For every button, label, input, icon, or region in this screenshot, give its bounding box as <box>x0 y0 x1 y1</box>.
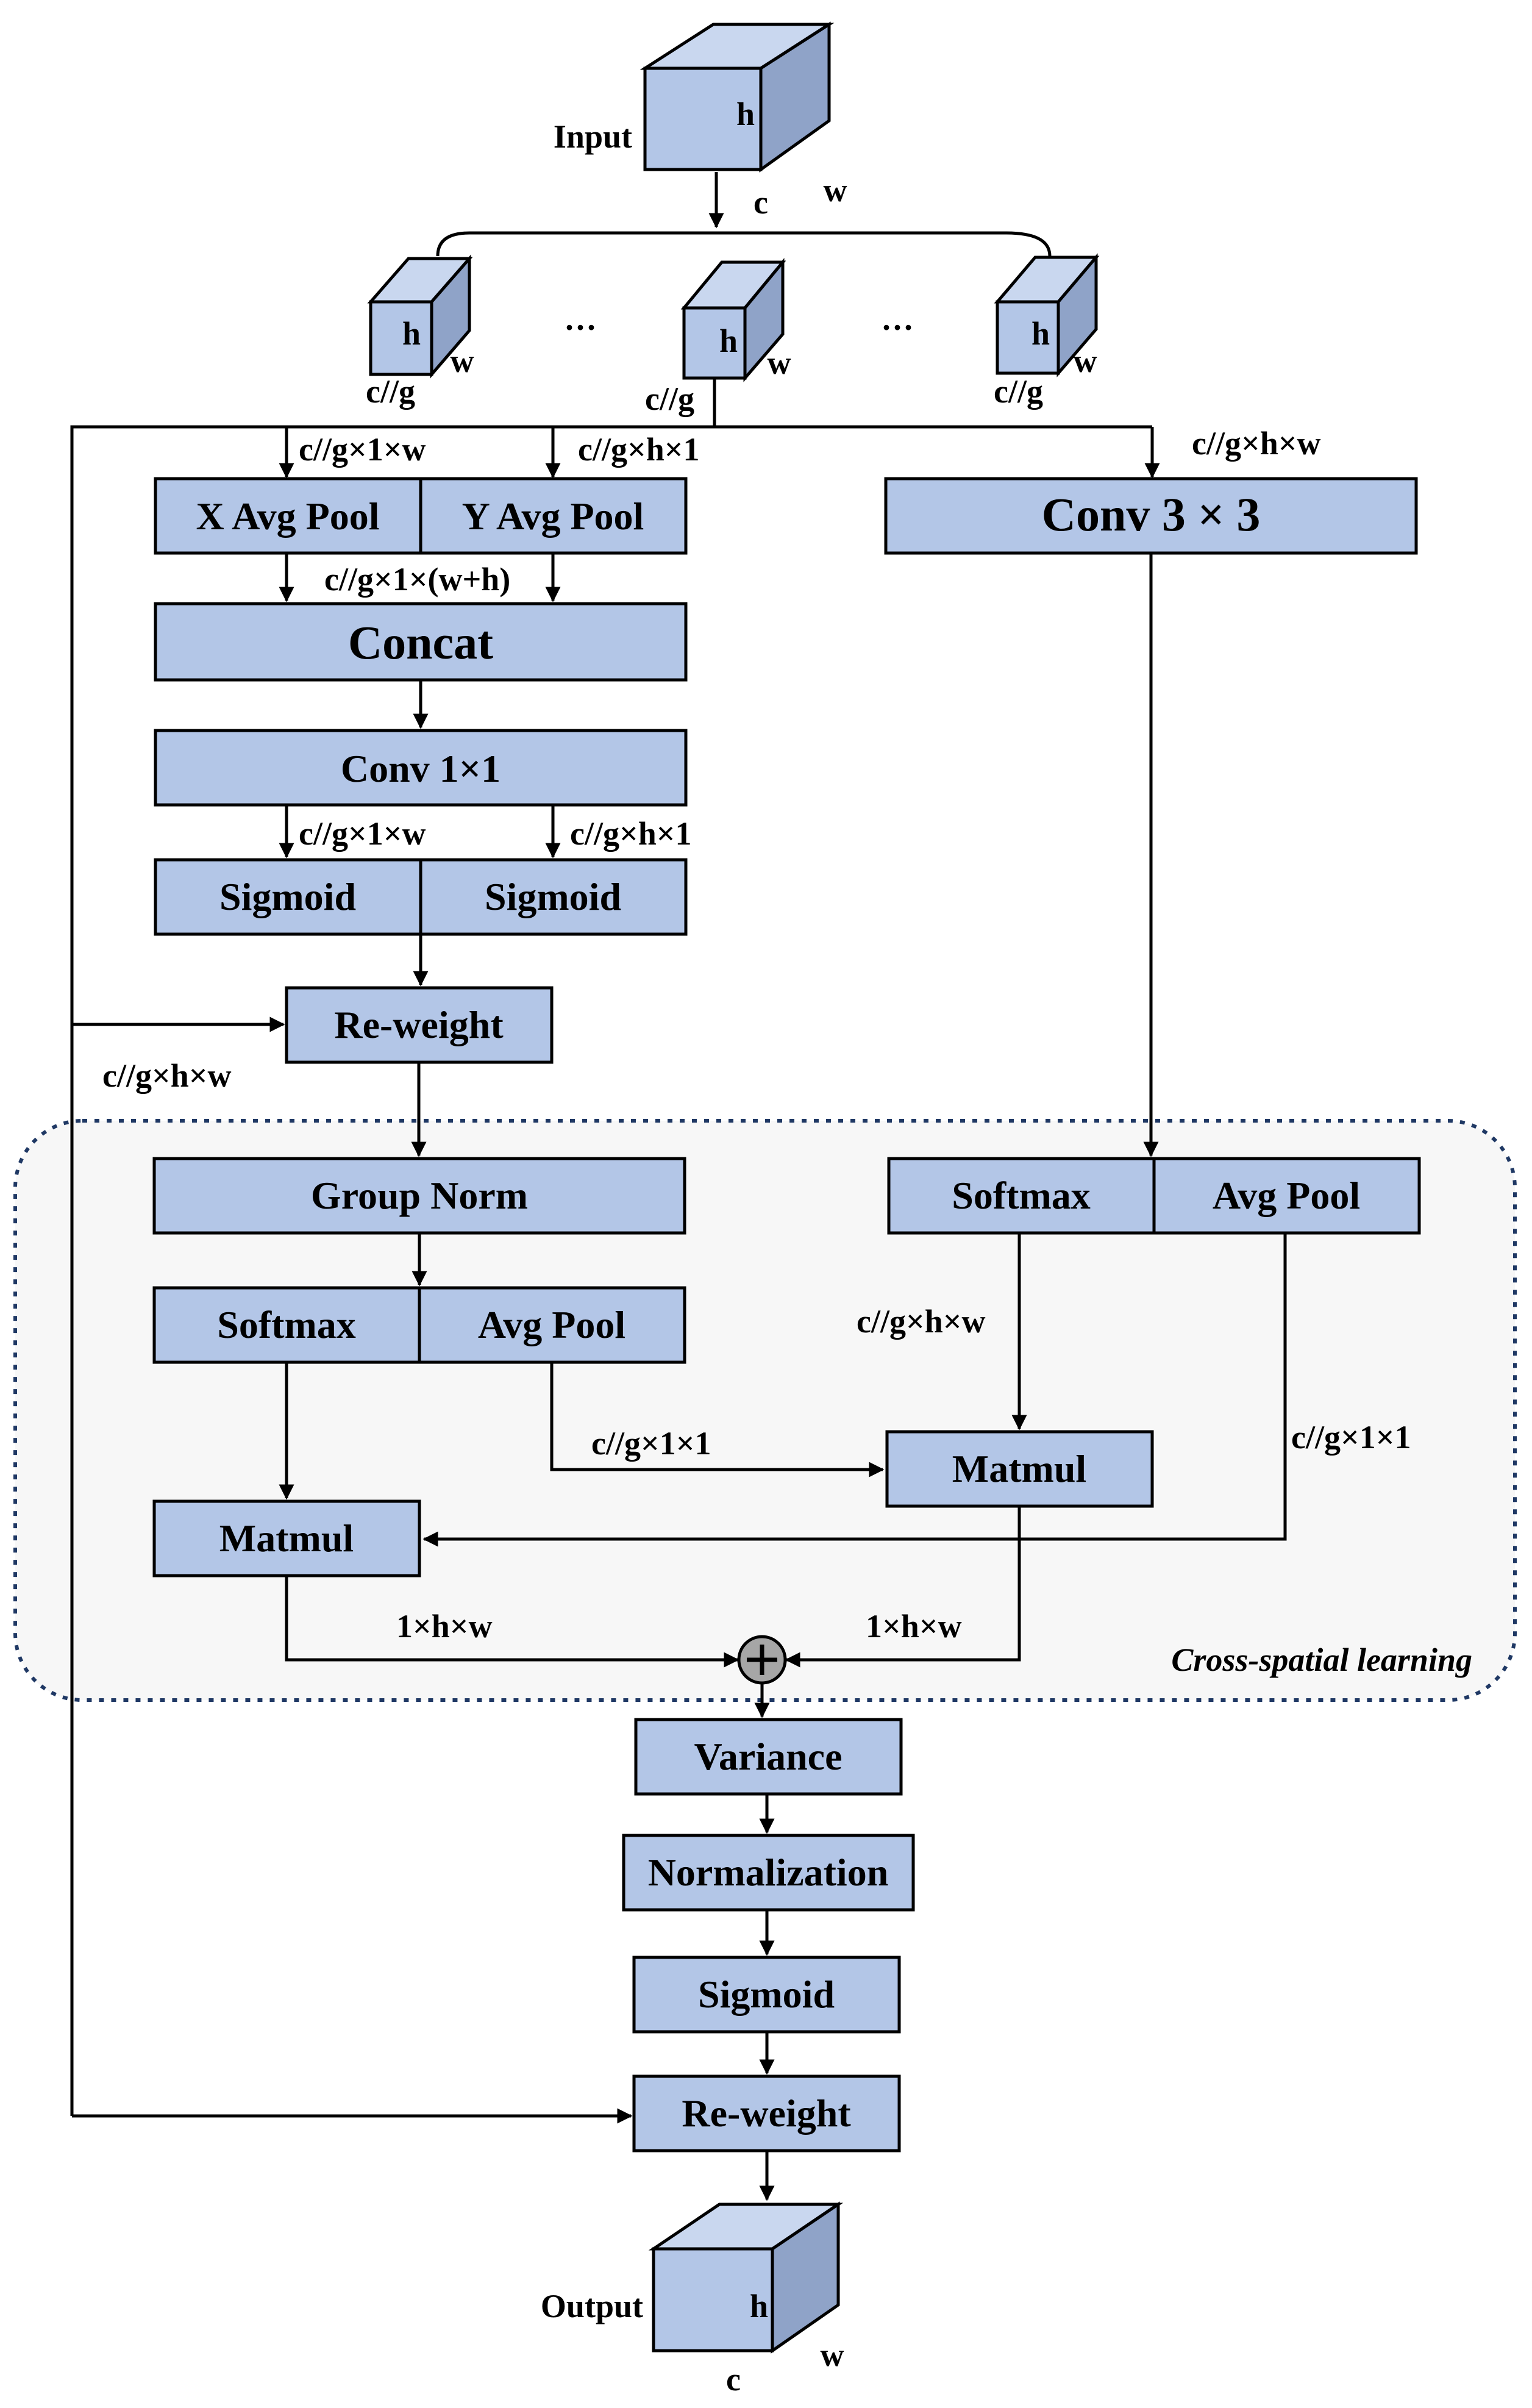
group-left-w: w <box>451 343 474 379</box>
ellipsis-left: ··· <box>564 309 597 346</box>
cross-spatial-label: Cross-spatial learning <box>1171 1642 1472 1678</box>
add-operator <box>737 1635 787 1685</box>
input-w-label: w <box>824 172 847 209</box>
matmul-right-block <box>885 1430 1154 1508</box>
group-middle-cg: c//g <box>645 380 694 417</box>
avg-pool-left-label: Avg Pool <box>478 1303 625 1346</box>
y-avg-pool-block <box>419 477 688 555</box>
group-middle-w: w <box>768 345 791 381</box>
output-cube: h <box>648 2201 844 2354</box>
avg-pool-left-block <box>418 1286 686 1364</box>
input-label: Input <box>554 118 632 155</box>
variance-block <box>634 1718 903 1796</box>
sigmoid-left-block <box>154 858 422 936</box>
dim-sig-right-in: c//g×h×1 <box>570 815 692 852</box>
concat-label: Concat <box>348 616 493 669</box>
reweight-top-label: Re-weight <box>334 1003 504 1046</box>
group-cube-middle: h <box>680 258 786 382</box>
reweight-bottom-block <box>632 2074 901 2153</box>
avg-pool-right-label: Avg Pool <box>1213 1174 1360 1217</box>
conv3x3-block <box>884 477 1418 555</box>
group-right-cg: c//g <box>994 373 1043 410</box>
normalization-label: Normalization <box>648 1851 889 1894</box>
group-cube-right: h <box>994 253 1100 377</box>
dim-right-matmul-out: 1×h×w <box>866 1608 962 1645</box>
sigmoid-right-label: Sigmoid <box>485 875 621 918</box>
group-right-w: w <box>1074 343 1097 379</box>
dim-right-avgpool-out: c//g×1×1 <box>1291 1419 1411 1456</box>
concat-block <box>154 602 688 682</box>
input-c-label: c <box>754 184 768 221</box>
output-w-label: w <box>821 2337 844 2373</box>
output-label: Output <box>541 2288 643 2324</box>
group-norm-label: Group Norm <box>311 1174 528 1217</box>
dim-x-pool-in: c//g×1×w <box>299 431 426 468</box>
x-avg-pool-label: X Avg Pool <box>196 495 379 538</box>
group-middle-h: h <box>719 323 738 359</box>
sigmoid-bottom-label: Sigmoid <box>698 1973 835 2016</box>
group-norm-block <box>152 1157 686 1235</box>
y-avg-pool-label: Y Avg Pool <box>462 495 644 538</box>
sigmoid-bottom-block <box>632 1956 901 2034</box>
dim-concat-in: c//g×1×(w+h) <box>324 561 510 598</box>
dim-sig-left-in: c//g×1×w <box>299 815 426 852</box>
output-c-label: c <box>726 2361 741 2398</box>
matmul-left-block <box>152 1499 421 1577</box>
softmax-right-block <box>887 1157 1156 1235</box>
group-left-cg: c//g <box>366 373 415 410</box>
output-h-label: h <box>750 2288 768 2324</box>
conv3x3-label: Conv 3 × 3 <box>1042 488 1261 541</box>
dim-left-matmul-out: 1×h×w <box>396 1608 493 1645</box>
dim-left-avgpool-out: c//g×1×1 <box>591 1425 711 1462</box>
input-h-label: h <box>736 96 755 132</box>
variance-label: Variance <box>694 1735 843 1778</box>
group-left-h: h <box>402 315 421 352</box>
conv1x1-block <box>154 729 688 807</box>
avg-pool-right-block <box>1152 1157 1421 1235</box>
sigmoid-right-block <box>419 858 688 936</box>
dim-y-pool-in: c//g×h×1 <box>578 431 700 468</box>
reweight-bottom-label: Re-weight <box>682 2092 851 2135</box>
dim-conv3-in: c//g×h×w <box>1192 425 1321 462</box>
group-right-h: h <box>1031 315 1050 352</box>
reweight-top-block <box>285 986 554 1064</box>
matmul-left-label: Matmul <box>219 1517 354 1560</box>
dim-right-softmax-out: c//g×h×w <box>857 1303 986 1340</box>
sigmoid-left-label: Sigmoid <box>219 875 356 918</box>
dim-reweight-in: c//g×h×w <box>102 1057 232 1094</box>
input-cube: h <box>640 21 835 173</box>
x-avg-pool-block <box>154 477 422 555</box>
matmul-right-label: Matmul <box>952 1447 1086 1490</box>
group-cube-left: h <box>367 254 473 379</box>
conv1x1-label: Conv 1×1 <box>341 747 501 790</box>
softmax-left-label: Softmax <box>217 1303 356 1346</box>
softmax-right-label: Softmax <box>952 1174 1091 1217</box>
ellipsis-right: ··· <box>881 309 914 346</box>
